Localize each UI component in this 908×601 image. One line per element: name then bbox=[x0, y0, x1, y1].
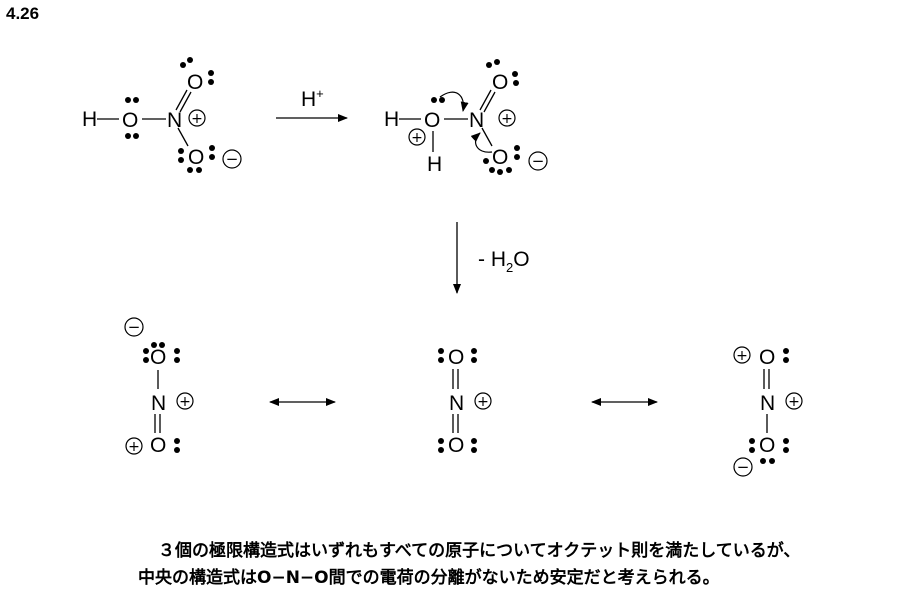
svg-text:+: + bbox=[179, 394, 191, 410]
atom-n: N bbox=[151, 392, 166, 415]
atom-n: N bbox=[469, 109, 484, 132]
svg-text:+: + bbox=[191, 111, 203, 127]
curved-arrow-bond-formation bbox=[439, 91, 469, 112]
double-bond-n-o bbox=[179, 91, 192, 113]
nitric-acid: H O N + O O − bbox=[82, 57, 242, 173]
reagent-proton: H+ bbox=[301, 86, 324, 111]
atom-n: N bbox=[449, 392, 464, 415]
plus-charge-o: + bbox=[733, 346, 751, 364]
svg-text:+: + bbox=[128, 439, 140, 455]
atom-o-bottom: O bbox=[448, 434, 464, 457]
atom-o-oxonium: O bbox=[424, 109, 440, 132]
atom-o-bottom: O bbox=[188, 146, 204, 169]
curved-arrow-bond-cleavage bbox=[470, 132, 493, 153]
plus-charge-n: + bbox=[785, 392, 803, 410]
lone-pairs-o-bottom bbox=[749, 438, 789, 464]
atom-h: H bbox=[384, 108, 399, 131]
atom-o-bottom: O bbox=[759, 434, 775, 457]
atom-o-top: O bbox=[150, 346, 166, 369]
atom-o-bottom: O bbox=[150, 434, 166, 457]
resonance-structure-center: O N + O bbox=[438, 346, 492, 457]
atom-h-lower: H bbox=[427, 153, 442, 176]
lone-pair-o-oxonium bbox=[431, 97, 445, 103]
protonated-nitric-acid: H O + H N + O O bbox=[384, 59, 548, 176]
resonance-structure-right: + O N + O − bbox=[733, 346, 803, 477]
lone-pairs-o-top bbox=[438, 348, 477, 363]
svg-text:−: − bbox=[128, 318, 141, 336]
lone-pairs-o-top bbox=[783, 348, 789, 363]
plus-charge: + bbox=[188, 109, 206, 127]
svg-text:+: + bbox=[501, 111, 513, 127]
plus-charge-o: + bbox=[125, 437, 143, 455]
minus-charge: − bbox=[528, 151, 548, 171]
atom-o-top: O bbox=[187, 71, 203, 94]
explanation-line-2: 中央の構造式はO−N−O間での電荷の分離がないため安定だと考えられる。 bbox=[138, 568, 720, 588]
lone-pairs-o-top bbox=[143, 342, 180, 363]
atom-o-hydroxyl: O bbox=[122, 109, 138, 132]
minus-charge: − bbox=[733, 457, 753, 477]
svg-text:−: − bbox=[226, 150, 239, 168]
atom-h: H bbox=[82, 108, 97, 131]
lone-pairs-o-bottom bbox=[438, 438, 477, 453]
lone-pairs-o-bottom bbox=[174, 438, 180, 453]
lone-pairs-o-hydroxyl bbox=[125, 97, 139, 139]
reaction-arrow-protonation: H+ bbox=[276, 86, 348, 122]
atom-o-bottom: O bbox=[492, 146, 508, 169]
lone-pairs-o-bottom bbox=[483, 145, 520, 175]
svg-text:−: − bbox=[737, 458, 750, 476]
svg-text:−: − bbox=[532, 152, 545, 170]
lone-pairs-o-top bbox=[180, 57, 214, 85]
problem-number: 4.26 bbox=[6, 4, 40, 23]
atom-o-top: O bbox=[448, 346, 464, 369]
minus-charge: − bbox=[124, 317, 144, 337]
svg-text:+: + bbox=[477, 394, 489, 410]
double-bond-n-o bbox=[483, 91, 496, 113]
plus-charge-n: + bbox=[498, 109, 516, 127]
bond-n-o-bottom bbox=[177, 127, 189, 147]
plus-charge-n: + bbox=[474, 392, 492, 410]
atom-n: N bbox=[760, 392, 775, 415]
plus-charge-n: + bbox=[176, 392, 194, 410]
lone-pairs-o-top bbox=[486, 59, 519, 86]
atom-o-top: O bbox=[759, 346, 775, 369]
atom-n: N bbox=[167, 109, 182, 132]
svg-text:+: + bbox=[736, 348, 748, 364]
atom-o-top: O bbox=[492, 71, 508, 94]
svg-text:+: + bbox=[788, 394, 800, 410]
explanation-line-1: ３個の極限構造式はいずれもすべての原子についてオクテット則を満たしているが、 bbox=[158, 541, 801, 561]
reagent-water-loss: - H2O bbox=[478, 248, 530, 275]
resonance-structure-left: − O N + O + bbox=[124, 317, 194, 457]
bond-n-o-bottom bbox=[481, 127, 493, 147]
lone-pairs-o-bottom bbox=[178, 145, 215, 173]
plus-charge-oxonium: + bbox=[408, 128, 426, 146]
reaction-arrow-dehydration: - H2O bbox=[453, 222, 530, 294]
minus-charge: − bbox=[222, 149, 242, 169]
svg-text:+: + bbox=[411, 130, 423, 146]
